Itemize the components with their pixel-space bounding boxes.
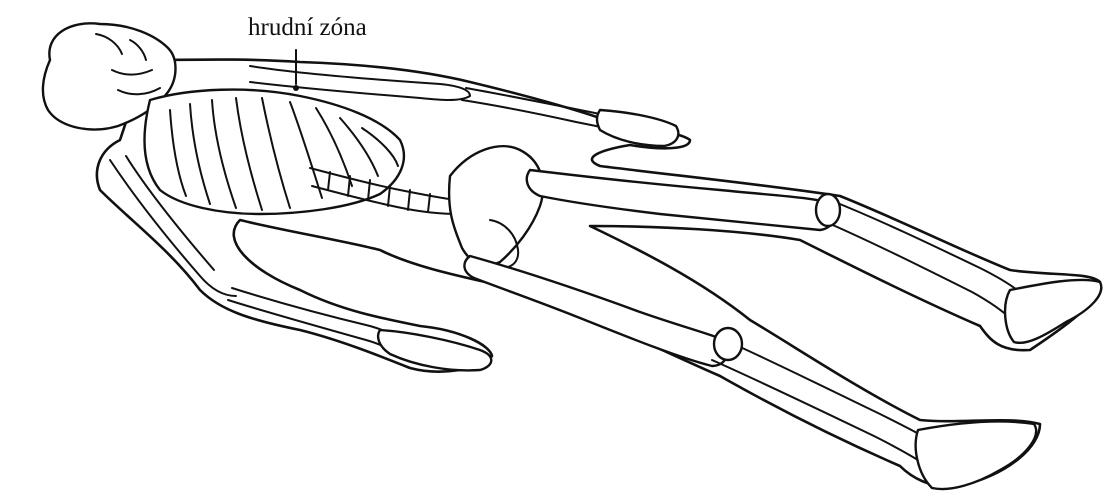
hand-top [597, 110, 678, 146]
pelvis [449, 146, 543, 265]
femur-near [464, 256, 727, 366]
knee-far [816, 194, 840, 226]
forearm-top [462, 88, 620, 130]
hand-bottom [378, 330, 491, 370]
femur-far [527, 170, 836, 230]
knee-near [714, 328, 742, 360]
chest-zone-label: hrudní zóna [248, 14, 367, 42]
rib-cage [145, 90, 404, 214]
tibia-near [712, 336, 926, 460]
foot-near [916, 422, 1036, 490]
